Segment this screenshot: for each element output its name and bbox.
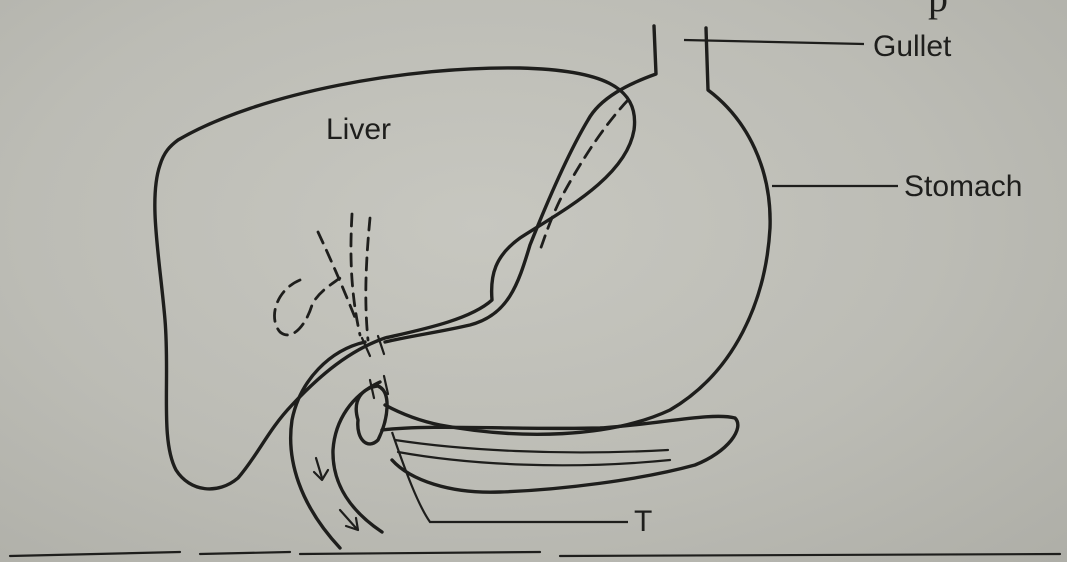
stomach-outer-curve: [385, 28, 770, 434]
t-label: T: [634, 507, 652, 537]
pancreatic-head: [356, 386, 387, 444]
pancreatic-duct-2: [398, 452, 670, 465]
gall-bladder: [274, 278, 340, 335]
gullet-label: Gullet: [873, 32, 951, 62]
liver-outline: [155, 68, 635, 489]
bile-duct-1: [366, 218, 370, 340]
liver-label: Liver: [326, 115, 391, 145]
pancreas-outline: [382, 416, 738, 492]
stomach-label: Stomach: [904, 172, 1022, 202]
hidden-liver-edge: [540, 100, 628, 250]
title-fragment: p: [928, 0, 948, 21]
bottom-rule: [10, 552, 1060, 556]
t-leader: [392, 432, 628, 522]
arrow-2: [340, 510, 356, 528]
pancreatic-duct-1: [395, 440, 668, 452]
gullet-leader: [684, 40, 864, 44]
